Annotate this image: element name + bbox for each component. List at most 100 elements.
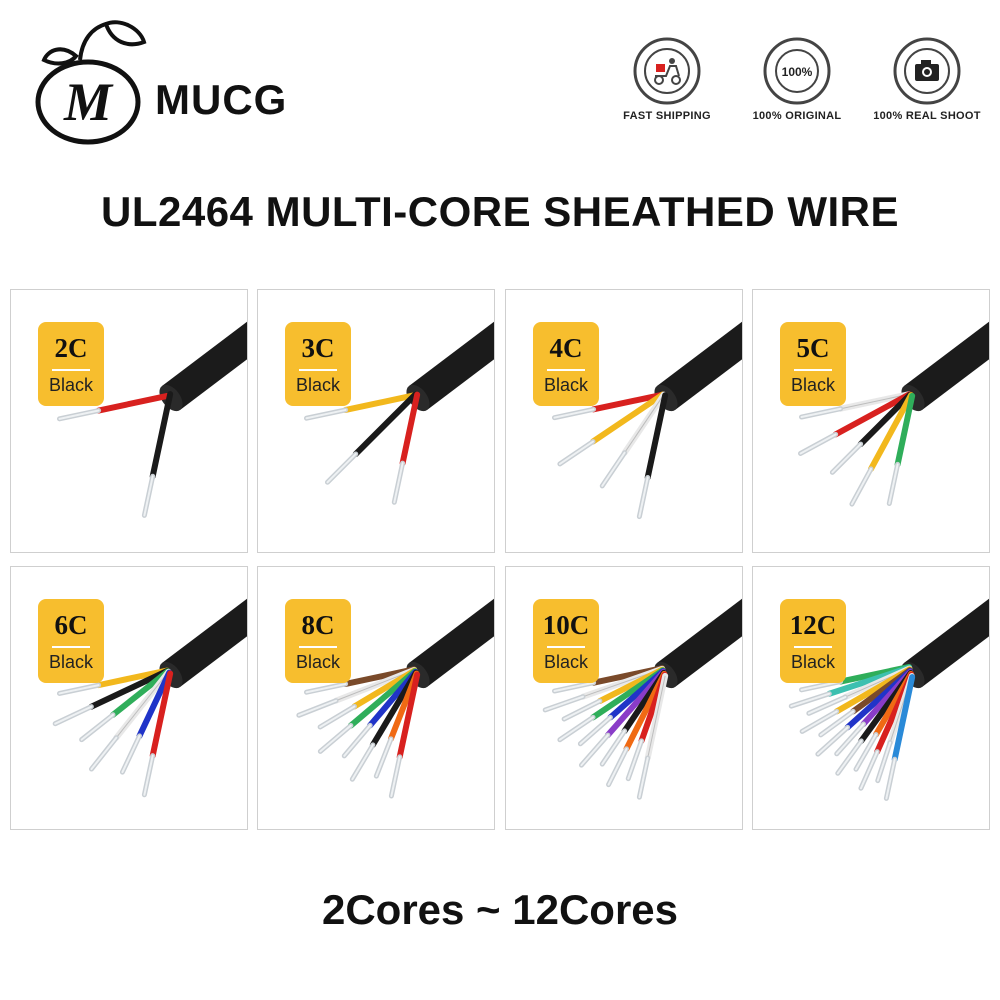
cable-illustration xyxy=(303,321,494,505)
wire-strands-highlight xyxy=(859,750,879,790)
core-count: 6C xyxy=(54,610,88,640)
wire-strands-highlight xyxy=(553,408,595,419)
core-tag: 6C Black xyxy=(38,599,104,683)
wire-strands-highlight xyxy=(835,723,865,755)
product-card-6c[interactable]: 6C Black xyxy=(10,566,248,830)
wire-strands-highlight xyxy=(558,716,595,741)
sheath-color: Black xyxy=(48,375,93,395)
wire-core xyxy=(590,391,666,445)
wire-core xyxy=(95,667,171,689)
cable-sheath xyxy=(408,598,494,687)
product-card-2c[interactable]: 2C Black xyxy=(10,289,248,553)
wire-strands-highlight xyxy=(850,467,873,506)
wire-strands-highlight xyxy=(393,462,404,504)
wire-strands-highlight xyxy=(638,757,649,799)
wire-strands-highlight xyxy=(801,710,838,733)
wire-core xyxy=(136,669,173,739)
wire-strands-highlight xyxy=(799,433,837,455)
product-card-12c[interactable]: 12C Black xyxy=(752,566,990,830)
wire-core xyxy=(644,392,669,481)
wire-strands-highlight xyxy=(558,440,595,465)
wire-strands-highlight xyxy=(553,681,595,693)
wire-core-outline xyxy=(647,675,666,759)
monogram-letter: M xyxy=(63,72,114,132)
wire-core-outline xyxy=(624,394,665,453)
wire-strands-highlight xyxy=(638,476,649,518)
wire-core xyxy=(369,669,419,748)
sheath-color: Black xyxy=(543,375,588,395)
wire-strands-highlight xyxy=(580,734,609,767)
cable-sheath xyxy=(903,598,989,687)
core-tag: 5C Black xyxy=(780,322,846,406)
wire-strands-highlight xyxy=(607,747,628,786)
badge-original: 100% 100% ORIGINAL xyxy=(732,36,862,122)
wire-strands-highlight xyxy=(888,463,899,505)
cable-illustration xyxy=(798,321,989,507)
product-card-5c[interactable]: 5C Black xyxy=(752,289,990,553)
wire-strands-highlight xyxy=(58,409,100,420)
wire-strands-highlight xyxy=(390,755,401,797)
wire-strands-highlight xyxy=(579,716,612,745)
cable-illustration xyxy=(56,321,247,518)
wire-strands-highlight xyxy=(319,724,352,753)
wire-strands-highlight xyxy=(831,443,862,474)
wire-strands-highlight xyxy=(305,408,347,420)
product-card-8c[interactable]: 8C Black xyxy=(257,566,495,830)
sheath-color: Black xyxy=(790,652,835,672)
core-tag: 4C Black xyxy=(533,322,599,406)
core-count: 5C xyxy=(796,333,830,363)
wire-strands-highlight xyxy=(326,452,357,484)
cable-sheath xyxy=(408,321,494,410)
wire-strands-highlight xyxy=(351,743,374,781)
wire-strands-highlight xyxy=(143,475,154,517)
sheath-color: Black xyxy=(295,375,340,395)
wire-strands-highlight xyxy=(627,739,643,780)
wire-strands-highlight xyxy=(876,741,892,782)
product-card-4c[interactable]: 4C Black xyxy=(505,289,743,553)
wire-strands-highlight xyxy=(855,733,877,771)
brand-logo: M xyxy=(20,20,320,150)
badge-label: 100% REAL SHOOT xyxy=(873,110,981,122)
sheath-color: Black xyxy=(295,652,340,672)
wire-core xyxy=(110,668,171,718)
sheath-color: Black xyxy=(543,652,588,672)
product-card-3c[interactable]: 3C Black xyxy=(257,289,495,553)
wire-core xyxy=(149,391,174,480)
cable-sheath xyxy=(161,321,247,410)
wire-strands-highlight xyxy=(836,739,863,775)
cable-sheath xyxy=(903,321,989,410)
core-tag: 2C Black xyxy=(38,322,104,406)
core-tag: 8C Black xyxy=(285,599,351,683)
badge-fast-shipping: FAST SHIPPING xyxy=(602,36,732,122)
wire-strands-highlight xyxy=(90,736,118,771)
cable-sheath xyxy=(656,598,742,687)
original-seal-icon: 100% xyxy=(763,37,831,105)
sheath-color: Black xyxy=(48,652,93,672)
cable-illustration xyxy=(542,598,742,800)
wire-strands-highlight xyxy=(121,734,141,774)
product-card-10c[interactable]: 10C Black xyxy=(505,566,743,830)
wire-strands-highlight xyxy=(319,705,356,728)
core-count: 3C xyxy=(301,333,335,363)
core-tag: 12C Black xyxy=(780,599,846,683)
wire-strands-highlight xyxy=(563,700,601,720)
wire-core xyxy=(88,667,171,710)
wire-core xyxy=(347,668,418,729)
wire-core xyxy=(352,391,419,457)
delivery-scooter-icon xyxy=(633,37,701,105)
wire-strands-highlight xyxy=(375,737,392,778)
page-title: UL2464 MULTI-CORE SHEATHED WIRE xyxy=(101,188,899,235)
wire-core xyxy=(149,670,174,759)
core-count: 2C xyxy=(54,333,88,363)
wire-strands-highlight xyxy=(305,682,347,694)
wire-strands-highlight xyxy=(800,407,842,419)
wire-core xyxy=(590,391,666,413)
brand-monogram-icon: M xyxy=(35,20,147,145)
wire-core xyxy=(894,392,916,468)
cable-illustration xyxy=(52,598,247,798)
brand-name: MUCG xyxy=(155,76,288,123)
core-range-caption: 2Cores ~ 12Cores xyxy=(321,886,679,933)
cable-illustration xyxy=(788,598,989,801)
wire-core xyxy=(396,671,421,760)
wire-strands-highlight xyxy=(601,451,626,487)
